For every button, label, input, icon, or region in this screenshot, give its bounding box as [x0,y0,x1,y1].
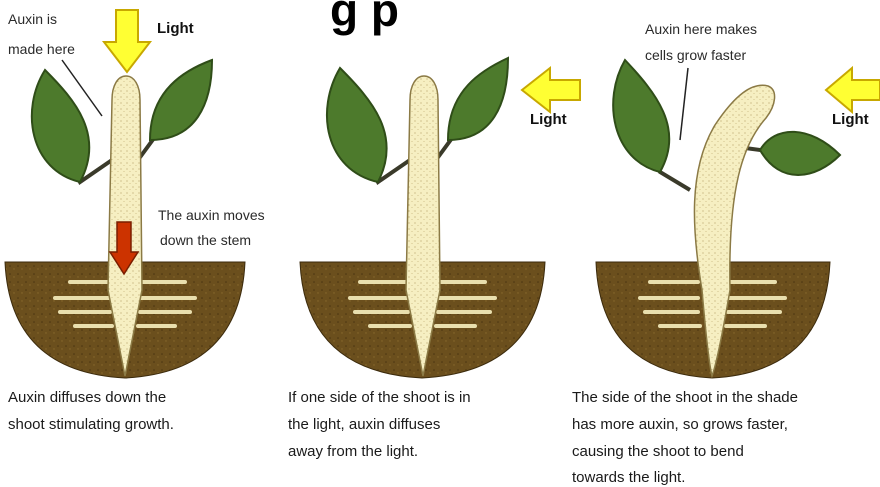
panel-1: Light Auxin is made here The auxin moves… [5,10,265,433]
caption-line: Auxin diffuses down the [8,389,166,406]
caption-line: has more auxin, so grows faster, [572,416,788,433]
caption-line: shoot stimulating growth. [8,416,174,433]
auxin-faster-line1: Auxin here makes [645,21,757,37]
auxin-moves-line1: The auxin moves [158,207,265,223]
title-fragment: g p [330,0,399,36]
caption-line: causing the shoot to bend [572,443,744,460]
panel-2: Light If one side of the shoot is in the… [288,58,580,460]
leaf [150,60,212,140]
light-label: Light [832,111,869,128]
caption-line: The side of the shoot in the shade [572,389,798,406]
caption-line: If one side of the shoot is in [288,389,471,406]
leaf [760,132,840,175]
auxin-moves-line2: down the stem [160,232,251,248]
light-arrow-left [826,68,880,112]
light-label: Light [157,20,194,37]
caption-line: the light, auxin diffuses [288,416,440,433]
caption-line: towards the light. [572,469,685,486]
pointer-line [680,68,688,140]
auxin-faster-line2: cells grow faster [645,47,746,63]
auxin-made-label-line2: made here [8,41,75,57]
auxin-made-label-line1: Auxin is [8,11,57,27]
light-arrow-down [104,10,150,72]
leaf [613,60,669,172]
leaf [448,58,508,140]
light-arrow-left [522,68,580,112]
leaf [327,68,387,182]
panel-3: Auxin here makes cells grow faster Light… [572,21,880,486]
light-label: Light [530,111,567,128]
caption-line: away from the light. [288,443,418,460]
